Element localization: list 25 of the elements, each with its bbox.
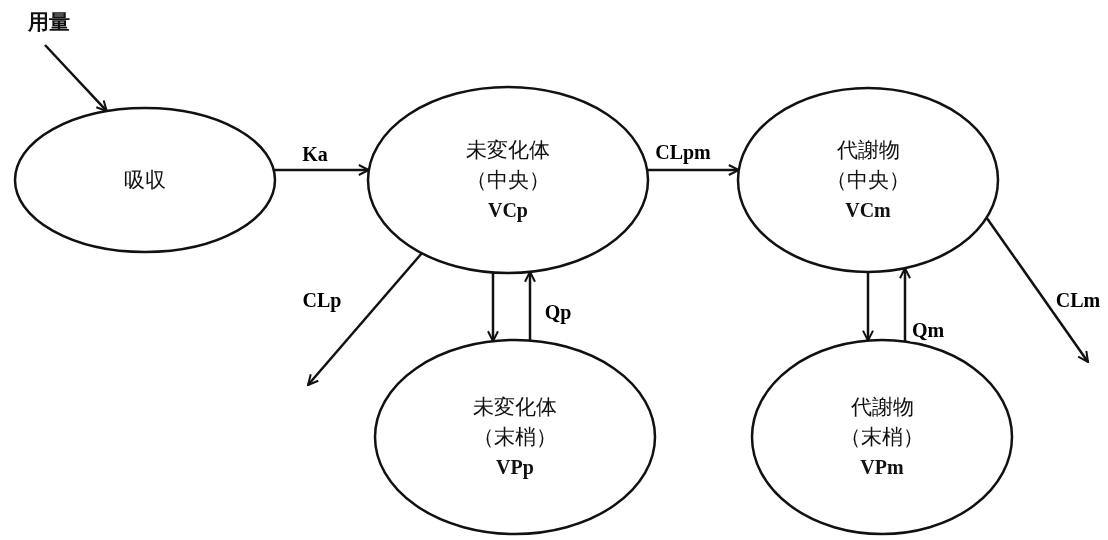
volume-label: VPp xyxy=(496,455,534,481)
arrow xyxy=(44,44,108,113)
dose-label: 用量 xyxy=(28,8,70,36)
compartment-label: 代謝物 xyxy=(850,394,914,421)
compartment-label: （中央） xyxy=(466,167,550,194)
compartment-label: 代謝物 xyxy=(836,137,900,164)
volume-label: VPm xyxy=(860,455,904,480)
arrow xyxy=(273,164,370,176)
compartment-label: 未変化体 xyxy=(466,137,550,164)
ellipse-node xyxy=(736,86,1000,274)
volume-label: VCp xyxy=(488,198,528,224)
ellipse-node xyxy=(13,106,277,254)
arrow xyxy=(647,164,740,176)
compartment-label: （末梢） xyxy=(473,424,557,451)
arrow xyxy=(524,270,536,341)
ellipse-node xyxy=(366,85,650,275)
compartment-label: 未変化体 xyxy=(473,394,557,421)
compartment-label: （中央） xyxy=(826,167,910,194)
volume-label: VCm xyxy=(845,198,891,223)
compartment-label: 吸収 xyxy=(124,167,166,194)
arrow xyxy=(307,252,423,386)
arrow xyxy=(899,267,911,342)
ellipse-node xyxy=(373,338,657,536)
arrow xyxy=(985,217,1090,363)
compartment-label: （末梢） xyxy=(840,424,924,451)
